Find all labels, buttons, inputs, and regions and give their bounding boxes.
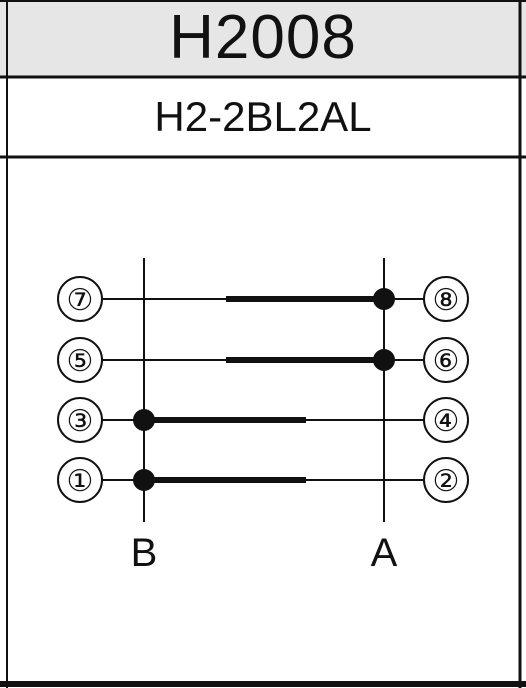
contact-row-5-6: ⑤ ⑥ — [57, 337, 469, 383]
code-header: H2-2BL2AL — [0, 78, 526, 156]
contact-dot — [133, 469, 155, 491]
model-code: H2-2BL2AL — [154, 93, 372, 140]
terminal-circle — [423, 276, 469, 322]
side-label-a: A — [371, 531, 398, 575]
contact-row-1-2: ① ② — [57, 457, 469, 503]
terminal-circle — [57, 337, 103, 383]
terminal-circle — [423, 337, 469, 383]
side-label-b: B — [131, 531, 158, 575]
terminal-circle — [423, 457, 469, 503]
terminal-4: ④ — [433, 405, 460, 438]
model-header: H2008 — [0, 0, 526, 76]
terminal-7: ⑦ — [67, 284, 94, 317]
contact-dot — [133, 409, 155, 431]
terminal-6: ⑥ — [433, 345, 460, 378]
terminal-3: ③ — [67, 405, 94, 438]
contact-row-7-8: ⑦ ⑧ — [57, 276, 469, 322]
terminal-circle — [57, 457, 103, 503]
terminal-circle — [57, 276, 103, 322]
contact-dot — [373, 288, 395, 310]
terminal-circle — [423, 397, 469, 443]
terminal-circle — [57, 397, 103, 443]
terminal-8: ⑧ — [433, 284, 460, 317]
model-number: H2008 — [169, 3, 357, 72]
terminal-2: ② — [433, 465, 460, 498]
contact-dot — [373, 349, 395, 371]
terminal-5: ⑤ — [67, 345, 94, 378]
terminal-1: ① — [67, 465, 94, 498]
contact-row-3-4: ③ ④ — [57, 397, 469, 443]
